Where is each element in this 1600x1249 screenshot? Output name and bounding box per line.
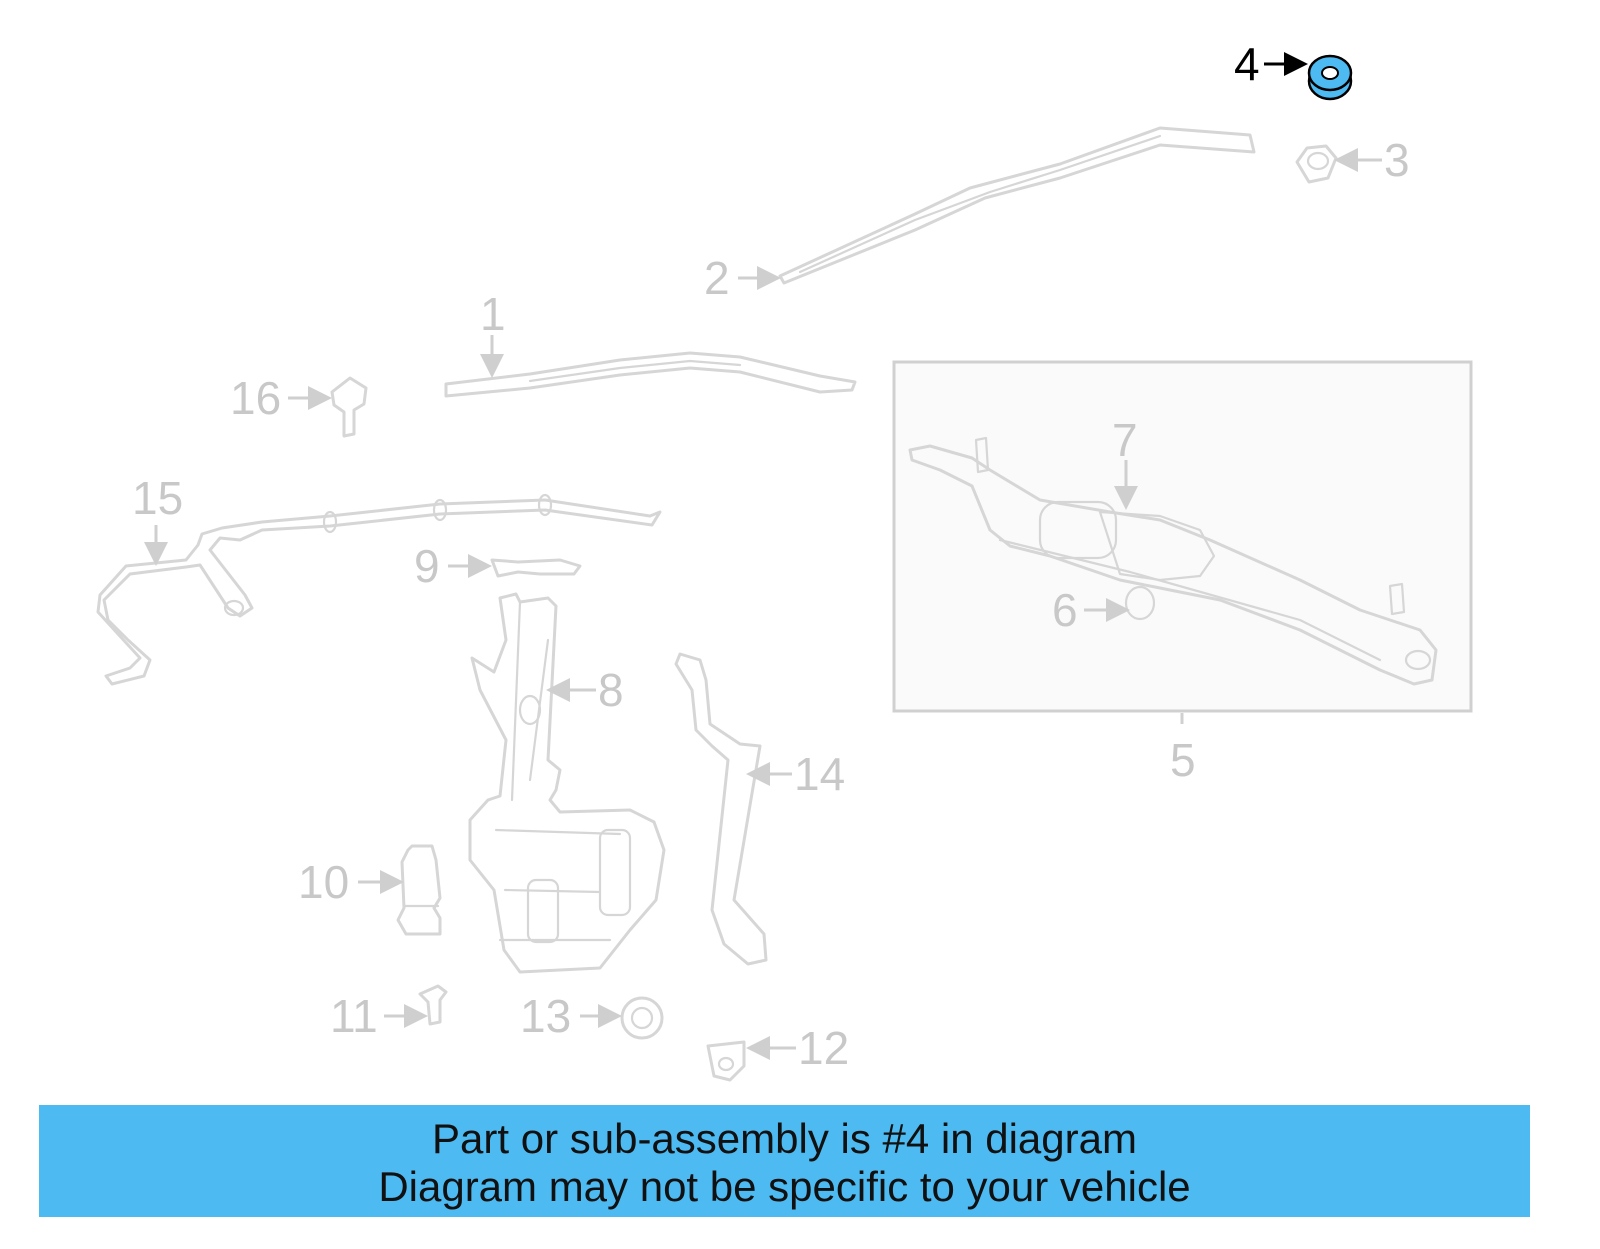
part-11-screw[interactable] [418,984,448,1026]
part-2-wiper-arm[interactable] [778,126,1256,285]
callout-2[interactable]: 2 [704,252,730,304]
callout-6[interactable]: 6 [1052,584,1078,636]
callout-1[interactable]: 1 [480,288,506,340]
part-12-clip[interactable] [706,1040,746,1082]
part-5-wiper-linkage-box[interactable] [892,360,1473,713]
callout-5[interactable]: 5 [1170,734,1196,786]
info-banner: Part or sub-assembly is #4 in diagram Di… [39,1105,1530,1217]
part-16-nozzle[interactable] [330,376,368,438]
callout-8[interactable]: 8 [598,664,624,716]
banner-line-2: Diagram may not be specific to your vehi… [378,1163,1191,1210]
callout-14[interactable]: 14 [794,748,845,800]
part-8-washer-reservoir[interactable] [468,592,666,974]
part-10-washer-pump[interactable] [396,844,442,936]
part-3-nut[interactable] [1295,144,1338,184]
part-15-washer-hose[interactable] [96,493,662,686]
banner-line-1: Part or sub-assembly is #4 in diagram [432,1115,1137,1162]
callout-15[interactable]: 15 [132,472,183,524]
callout-11[interactable]: 11 [330,990,378,1042]
callout-16[interactable]: 16 [230,372,281,424]
part-14-hose[interactable] [674,652,768,966]
callout-7[interactable]: 7 [1112,414,1138,466]
part-1-wiper-blade[interactable] [444,351,857,398]
part-4-grommet[interactable] [1307,54,1353,101]
callout-4[interactable]: 4 [1234,38,1260,90]
callout-9[interactable]: 9 [414,540,440,592]
part-13-grommet[interactable] [620,996,664,1040]
callout-13[interactable]: 13 [520,990,571,1042]
callout-3[interactable]: 3 [1384,134,1410,186]
callout-12[interactable]: 12 [798,1022,849,1074]
part-9-hose-clip[interactable] [490,558,582,578]
callout-10[interactable]: 10 [298,856,349,908]
